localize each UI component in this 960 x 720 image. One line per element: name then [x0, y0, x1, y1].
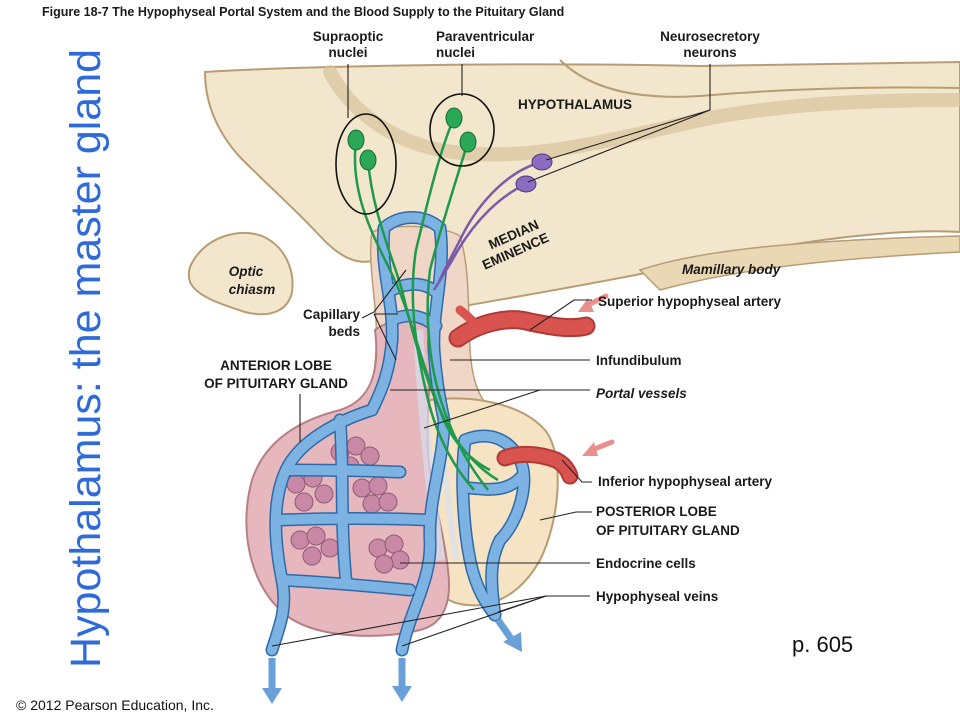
- leader-lines: [271, 64, 711, 647]
- label-capillary-2: beds: [328, 324, 360, 339]
- paraventricular-neurons: [411, 117, 489, 491]
- label-neurosecretory-1: Neurosecretory: [660, 29, 760, 44]
- label-paraventricular-1: Paraventricular: [436, 29, 535, 44]
- label-paraventricular-2: nuclei: [436, 45, 475, 60]
- side-title: Hypothalamus: the master gland: [62, 49, 110, 668]
- figure-caption: Figure 18-7 The Hypophyseal Portal Syste…: [42, 5, 564, 19]
- label-posterior-1: POSTERIOR LOBE: [596, 504, 717, 519]
- label-hypophyseal-veins: Hypophyseal veins: [596, 589, 718, 604]
- neuron-cell-bodies: [347, 107, 553, 193]
- portal-vessels: [265, 211, 531, 657]
- page-number: p. 605: [792, 632, 853, 657]
- label-supraoptic-1: Supraoptic: [313, 29, 384, 44]
- label-capillary-1: Capillary: [303, 307, 361, 322]
- label-anterior-2: OF PITUITARY GLAND: [204, 376, 348, 391]
- label-anterior-1: ANTERIOR LOBE: [220, 358, 332, 373]
- label-portal-vessels: Portal vessels: [596, 386, 687, 401]
- arteries: [448, 293, 615, 485]
- label-supraoptic-2: nuclei: [328, 45, 367, 60]
- label-superior-artery: Superior hypophyseal artery: [598, 294, 782, 309]
- label-mamillary-body: Mamillary body: [682, 262, 782, 277]
- label-neurosecretory-2: neurons: [683, 45, 736, 60]
- label-posterior-2: OF PITUITARY GLAND: [596, 523, 740, 538]
- label-endocrine-cells: Endocrine cells: [596, 556, 696, 571]
- label-hypothalamus: HYPOTHALAMUS: [518, 97, 632, 112]
- label-optic-1: Optic: [229, 264, 264, 279]
- label-infundibulum: Infundibulum: [596, 353, 681, 368]
- label-inferior-artery: Inferior hypophyseal artery: [598, 474, 773, 489]
- neurosecretory-neurons: [432, 160, 543, 291]
- copyright: © 2012 Pearson Education, Inc.: [16, 697, 214, 713]
- label-optic-2: chiasm: [229, 282, 276, 297]
- vein-outflow-arrows: [262, 617, 522, 704]
